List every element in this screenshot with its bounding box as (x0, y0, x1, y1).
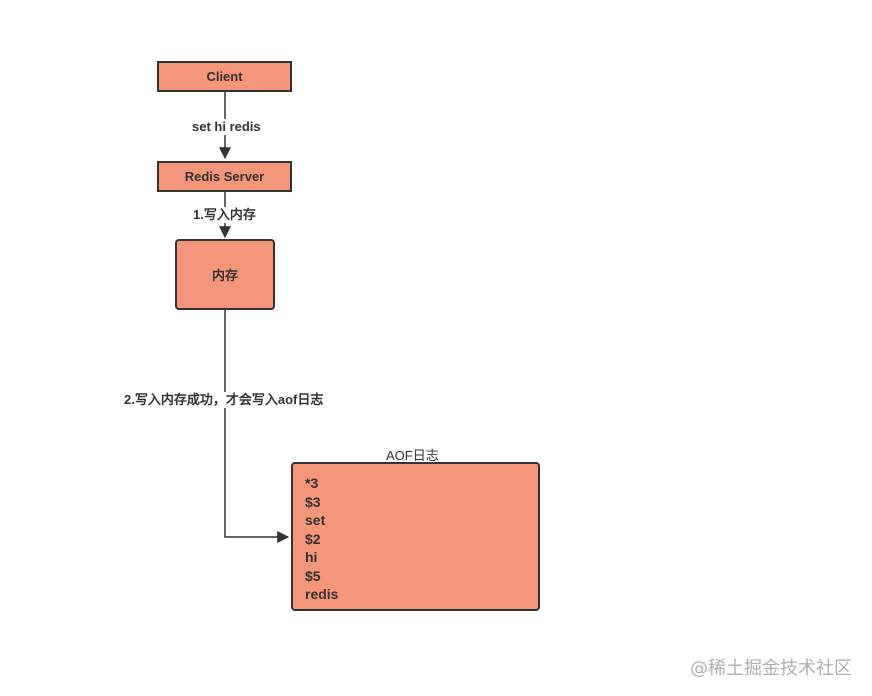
aof-line: $2 (305, 530, 321, 547)
redis-server-node: Redis Server (157, 161, 292, 192)
redis-server-label: Redis Server (184, 169, 265, 184)
edge-memory-to-aof (224, 310, 290, 543)
aof-line: *3 (305, 475, 319, 491)
aof-line: $5 (305, 567, 321, 584)
step2-label: 2.写入内存成功，才会写入aof日志 (124, 392, 324, 408)
memory-label: 内存 (211, 268, 238, 283)
aof-line: redis (305, 586, 339, 602)
step1-label: 1.写入内存 (193, 207, 256, 223)
memory-node: 内存 (175, 239, 275, 310)
aof-line: set (305, 512, 326, 528)
command-label: set hi redis (192, 119, 261, 135)
aof-line: hi (305, 549, 318, 565)
watermark-text: @稀土掘金技术社区 (690, 658, 852, 679)
client-node: Client (157, 61, 292, 92)
aof-title: AOF日志 (386, 448, 439, 463)
aof-line: $3 (305, 493, 321, 510)
aof-log-box: *3 $3 set $2 hi $5 redis (291, 462, 540, 611)
client-label: Client (206, 69, 243, 84)
